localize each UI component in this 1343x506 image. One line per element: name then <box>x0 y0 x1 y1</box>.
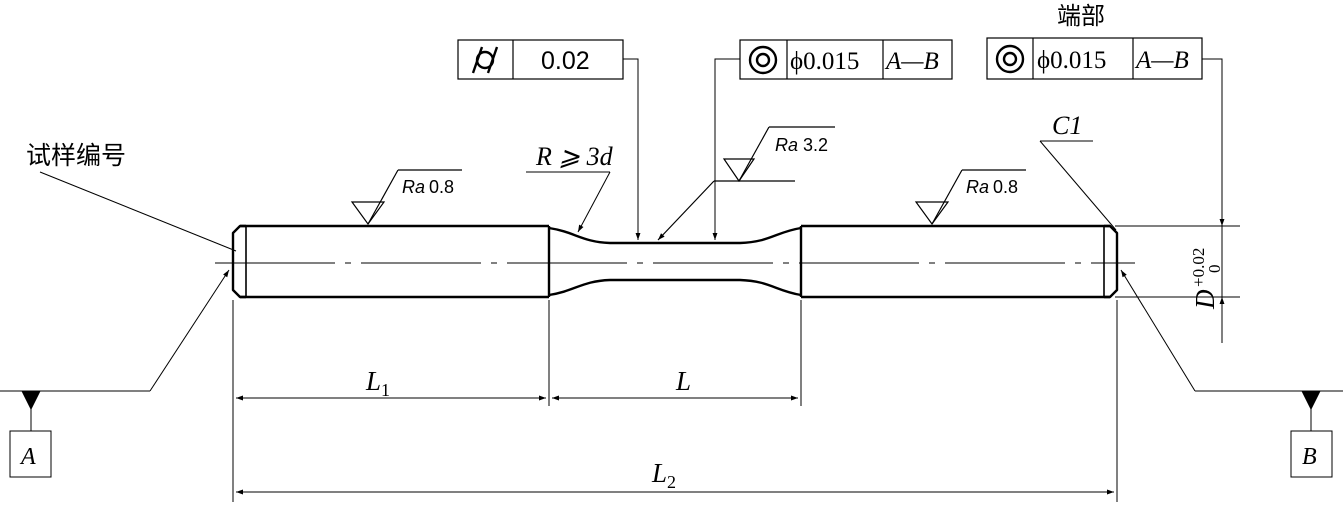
extension-lines <box>232 225 1240 502</box>
datum-A-box <box>9 430 52 478</box>
gauge-section-bottom-edge <box>548 278 802 297</box>
coaxiality-end-value: ϕ0.015 <box>1037 47 1106 74</box>
roughness-middle-symbol <box>657 126 835 241</box>
svg-text:D: D <box>1190 289 1220 310</box>
coaxiality-end-tolerance-frame <box>986 37 1223 196</box>
chamfer-label: C1 <box>1052 111 1082 140</box>
coaxiality-middle-tolerance-frame <box>712 39 953 240</box>
dim-text-L1: L1 <box>365 366 390 400</box>
datum-A-triangle <box>21 390 41 411</box>
coaxiality-middle-leader <box>712 58 740 240</box>
datum-B <box>1120 269 1343 478</box>
cylindricity-icon <box>471 46 499 74</box>
cylindricity-leader <box>623 58 641 240</box>
cylindricity-value: 0.02 <box>541 47 590 75</box>
specimen-number-label: 试样编号 <box>26 142 126 170</box>
fillet-radius-leader <box>577 171 611 233</box>
roughness-middle-leader <box>657 180 715 241</box>
coaxiality-icon <box>995 44 1025 74</box>
coaxiality-end-datum: A—B <box>1134 47 1189 74</box>
specimen-number-leader <box>39 171 237 252</box>
datum-B-label: B <box>1302 444 1317 470</box>
svg-text:+0.02: +0.02 <box>1189 248 1208 287</box>
cylindricity-tolerance-frame <box>457 39 641 240</box>
coaxiality-middle-datum: A—B <box>884 48 939 75</box>
coaxiality-icon <box>748 45 778 75</box>
end-portion-label: 端部 <box>1057 3 1105 30</box>
specimen-outline <box>231 224 1119 299</box>
datum-A-leader <box>149 269 230 392</box>
roughness-right-symbol <box>914 169 1026 226</box>
datum-B-leader <box>1120 269 1196 392</box>
chamfer-leader <box>1039 140 1117 231</box>
fillet-radius-label: R ⩾ 3d <box>535 142 614 171</box>
left-end-chamfer <box>231 224 246 299</box>
coaxiality-middle-value: ϕ0.015 <box>790 48 859 75</box>
dim-text-D: D +0.02 0 <box>1189 248 1224 310</box>
coaxiality-end-leader <box>1202 58 1223 196</box>
dim-text-L2: L2 <box>651 458 676 492</box>
right-end-chamfer <box>1104 224 1119 299</box>
datum-A-label: A <box>19 444 36 470</box>
svg-text:0: 0 <box>1205 265 1224 274</box>
dimension-lines <box>236 195 1225 495</box>
gauge-section-top-edge <box>548 226 802 245</box>
datum-A <box>0 269 230 478</box>
datum-B-triangle <box>1301 390 1321 411</box>
roughness-left-symbol <box>350 169 462 226</box>
datum-B-box <box>1290 430 1333 478</box>
dim-text-L: L <box>675 366 691 396</box>
